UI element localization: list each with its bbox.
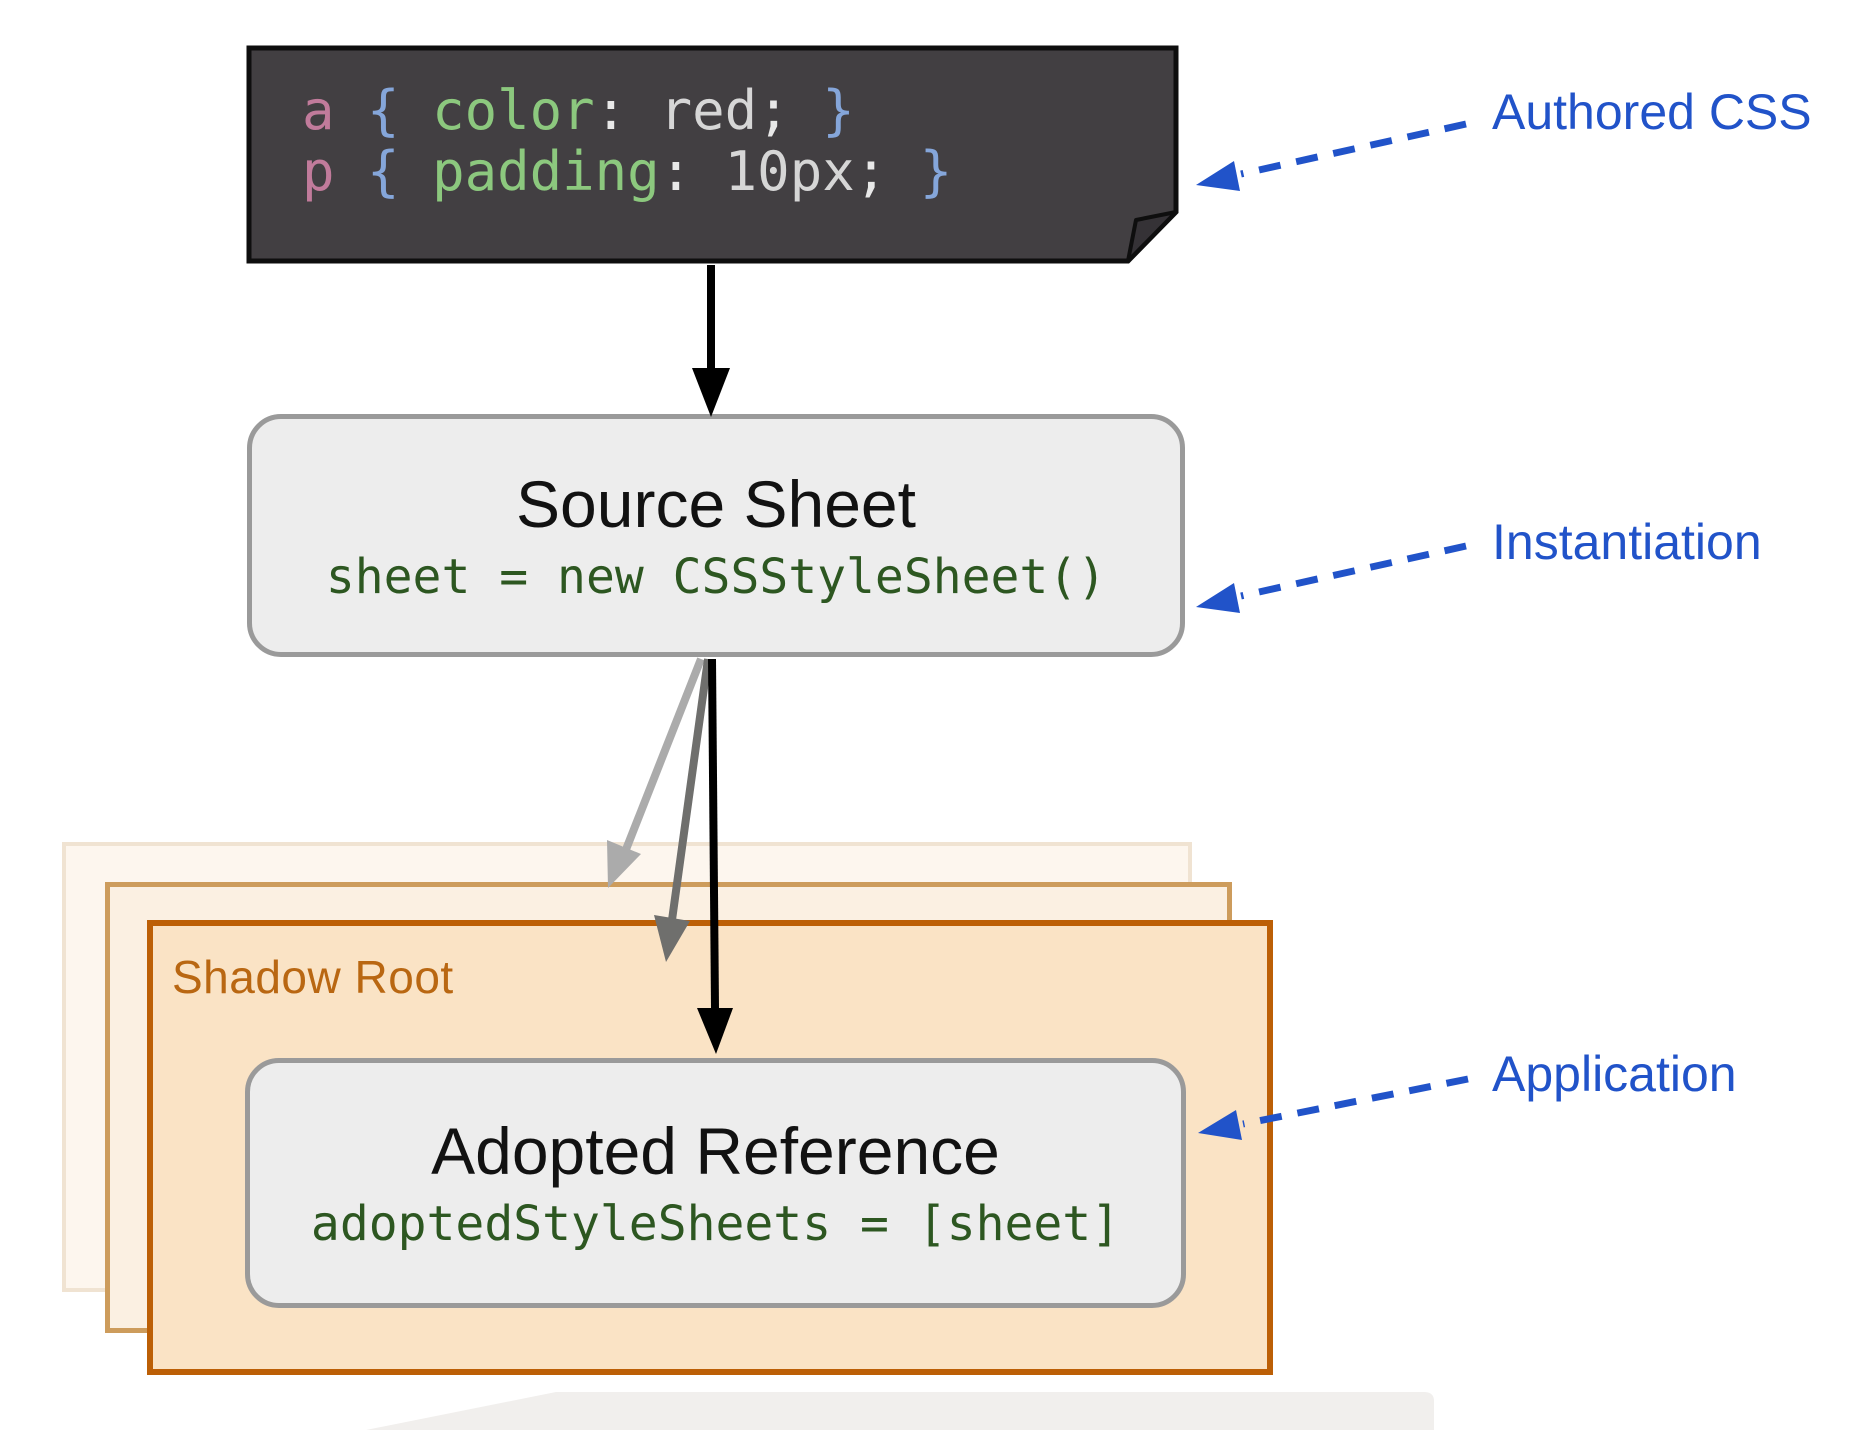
code-token: { [367, 140, 400, 203]
code-token [627, 79, 660, 142]
code-token [400, 140, 433, 203]
code-token: } [822, 79, 855, 142]
code-token [400, 79, 433, 142]
code-token: p [302, 140, 335, 203]
code-token: ; [757, 79, 790, 142]
folded-corner [1126, 210, 1178, 263]
code-token: ; [854, 140, 888, 203]
code-token: 10px [724, 140, 855, 203]
application-label: Application [1492, 1046, 1737, 1102]
source-sheet-title: Source Sheet [516, 466, 916, 541]
code-token [335, 79, 368, 142]
source-sheet-code: sheet = new CSSStyleSheet() [325, 548, 1107, 605]
code-token [692, 140, 725, 203]
authored-css-arrow [1196, 120, 1467, 191]
arrow-authored-to-source [692, 265, 730, 417]
adopted-reference-box: Adopted Reference adoptedStyleSheets = [… [245, 1058, 1186, 1308]
code-line: p { padding: 10px; } [302, 141, 952, 202]
adopted-reference-title: Adopted Reference [431, 1114, 1000, 1188]
shadow-root-label: Shadow Root [172, 951, 454, 1003]
code-line: a { color: red; } [302, 80, 952, 141]
code-token [790, 79, 823, 142]
code-token: a [302, 79, 335, 142]
authored-css-label: Authored CSS [1492, 84, 1812, 140]
code-token: } [919, 140, 953, 203]
instantiation-arrow [1196, 542, 1467, 613]
code-token: red [659, 79, 758, 142]
code-token: padding [432, 140, 660, 203]
code-token: : [659, 140, 693, 203]
adopted-reference-code: adoptedStyleSheets = [sheet] [310, 1196, 1121, 1252]
code-token [887, 140, 920, 203]
code-token: { [367, 79, 400, 142]
code-token: color [432, 79, 595, 142]
code-token: : [594, 79, 628, 142]
bottom-artifact-strip [366, 1392, 1434, 1430]
instantiation-label: Instantiation [1492, 514, 1762, 570]
authored-css-code: a { color: red; }p { padding: 10px; } [302, 80, 952, 202]
code-token [335, 140, 368, 203]
source-sheet-box: Source Sheet sheet = new CSSStyleSheet() [247, 414, 1185, 657]
